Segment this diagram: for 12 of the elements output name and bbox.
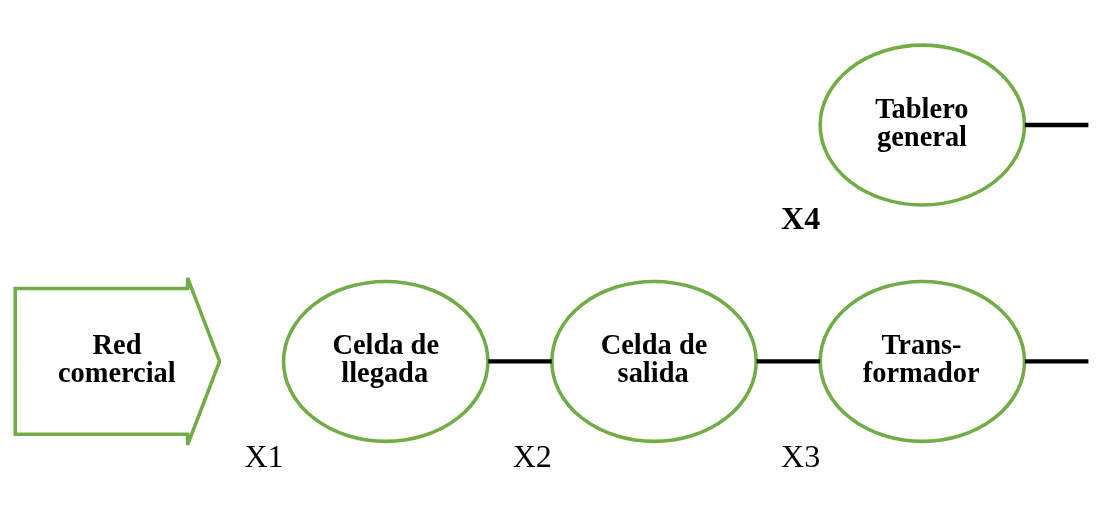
- connector: [488, 359, 552, 364]
- node-label: X2: [512, 438, 552, 474]
- connector: [756, 359, 820, 364]
- node-ellipse: Celda de salida: [550, 279, 758, 444]
- node-ellipse: Trans- formador: [818, 279, 1027, 444]
- node-ellipse: Celda de llegada: [281, 279, 490, 444]
- node-label: X4: [781, 200, 821, 236]
- connector: [1024, 359, 1089, 364]
- node-ellipse: Tablero general: [818, 43, 1027, 207]
- connector: [1024, 122, 1089, 128]
- node-label: X1: [244, 438, 284, 474]
- node-label: X3: [781, 438, 821, 474]
